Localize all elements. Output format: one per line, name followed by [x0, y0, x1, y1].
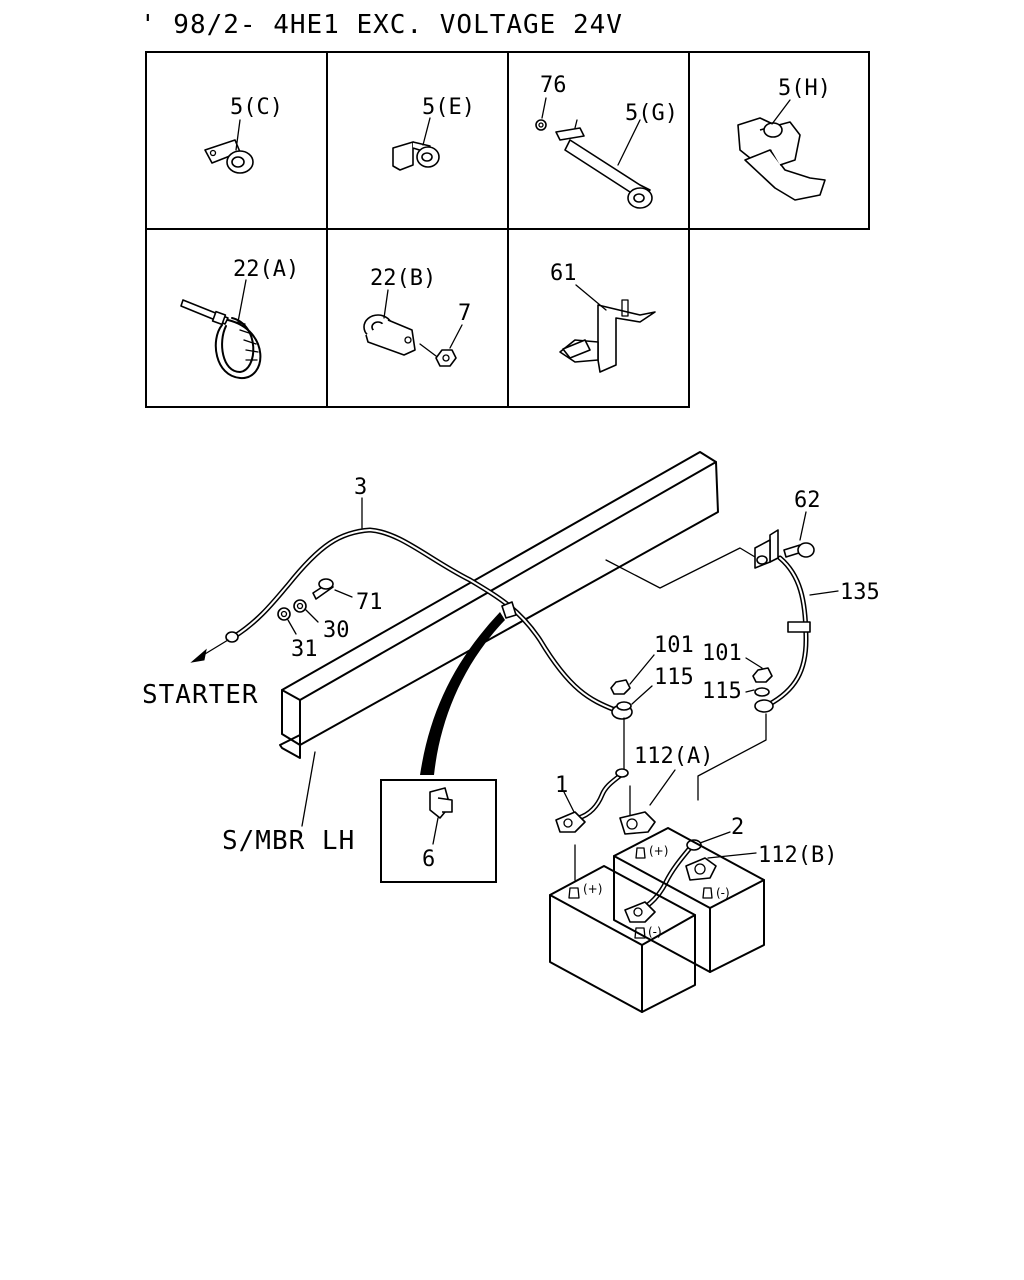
- cable-3: [225, 527, 633, 720]
- callout-3: 3: [354, 475, 367, 500]
- callout-1: 1: [555, 773, 568, 798]
- callout-71: 71: [356, 590, 383, 615]
- callout-115-left: 115: [654, 665, 694, 690]
- detail-box-6: [380, 779, 497, 883]
- callout-30: 30: [323, 618, 350, 643]
- callout-6: 6: [422, 847, 435, 872]
- label-5h: 5(H): [778, 76, 831, 101]
- clip-5c-icon: [204, 119, 254, 174]
- cable-tie-22a-icon: [180, 279, 262, 380]
- label-5e: 5(E): [422, 95, 475, 120]
- grid-cell-22a: [145, 228, 328, 408]
- label-5g: 5(G): [625, 101, 678, 126]
- parts-grid: [145, 51, 870, 408]
- label-7: 7: [458, 301, 471, 326]
- clip-22b-icon: [363, 289, 463, 367]
- callout-2: 2: [731, 815, 744, 840]
- clip-5e-icon: [392, 117, 440, 171]
- label-side-member-lh: S/MBR LH: [222, 826, 355, 856]
- grid-cell-5h: [688, 51, 870, 230]
- battery-rear-neg-sign: (-): [716, 886, 730, 900]
- callout-62: 62: [794, 488, 821, 513]
- label-5c: 5(C): [230, 95, 283, 120]
- battery-rear: [613, 827, 765, 973]
- terminal-112a-icon: [619, 811, 656, 835]
- grid-cell-5g: [507, 51, 690, 230]
- bracket-5g-icon: [535, 97, 653, 209]
- cable-1: [555, 768, 629, 833]
- nut-101-115-left: [610, 654, 655, 711]
- cable-135: [754, 511, 839, 713]
- bracket-61-icon: [559, 284, 656, 373]
- label-76: 76: [540, 73, 567, 98]
- grid-cell-5c: [145, 51, 328, 230]
- callout-112a: 112(A): [634, 744, 713, 769]
- grid-cell-22b: [326, 228, 509, 408]
- callout-112b: 112(B): [758, 843, 837, 868]
- callout-101-right: 101: [702, 641, 742, 666]
- battery-front-pos-sign: (+): [583, 882, 602, 896]
- leader-lines: [574, 713, 767, 881]
- battery-front-neg-sign: (-): [648, 925, 662, 939]
- callout-101-left: 101: [654, 633, 694, 658]
- harness-to-clip-6: [420, 612, 505, 775]
- clamp-5h-icon: [737, 99, 826, 201]
- grid-cell-5e: [326, 51, 509, 230]
- battery-front: [549, 865, 696, 1013]
- starter-arrow: [190, 639, 229, 663]
- terminal-112b-icon: [685, 857, 717, 881]
- nut-101-115-right: [745, 657, 773, 697]
- diagram-title: ' 98/2- 4HE1 EXC. VOLTAGE 24V: [140, 10, 623, 40]
- side-member-rail: [279, 451, 761, 759]
- label-22b: 22(B): [370, 266, 436, 291]
- label-22a: 22(A): [233, 257, 299, 282]
- callout-115-right: 115: [702, 679, 742, 704]
- label-61: 61: [550, 261, 577, 286]
- frame-leader-line: [301, 751, 316, 827]
- bolt-71-icon: [277, 578, 353, 635]
- label-starter: STARTER: [142, 680, 259, 710]
- grid-cell-61: [507, 228, 690, 408]
- callout-135: 135: [840, 580, 880, 605]
- callout-31: 31: [291, 637, 318, 662]
- battery-rear-pos-sign: (+): [649, 844, 668, 858]
